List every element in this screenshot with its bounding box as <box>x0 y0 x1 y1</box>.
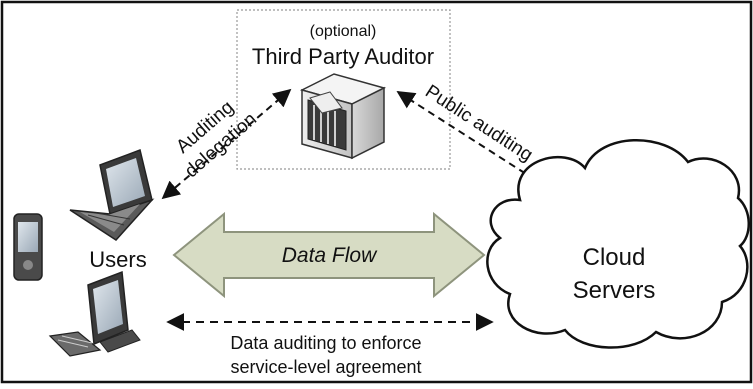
server-cabinet-icon <box>299 73 387 160</box>
users-label: Users <box>89 247 146 272</box>
laptop-icon <box>69 148 155 241</box>
auditing-delegation-arrow <box>161 88 292 200</box>
cloud-servers-line1: Cloud <box>583 244 646 271</box>
sla-label-line1: Data auditing to enforce <box>230 333 421 353</box>
cloud-servers-line2: Servers <box>573 277 656 304</box>
auditor-title: Third Party Auditor <box>252 44 434 69</box>
cloud-icon <box>486 139 750 349</box>
sla-label-line2: service-level agreement <box>230 357 421 377</box>
desktop-computer-icon <box>48 270 141 357</box>
data-flow-arrow <box>172 211 486 299</box>
pda-icon <box>13 213 43 281</box>
auditor-optional-label: (optional) <box>310 23 377 40</box>
data-flow-label: Data Flow <box>282 244 378 267</box>
